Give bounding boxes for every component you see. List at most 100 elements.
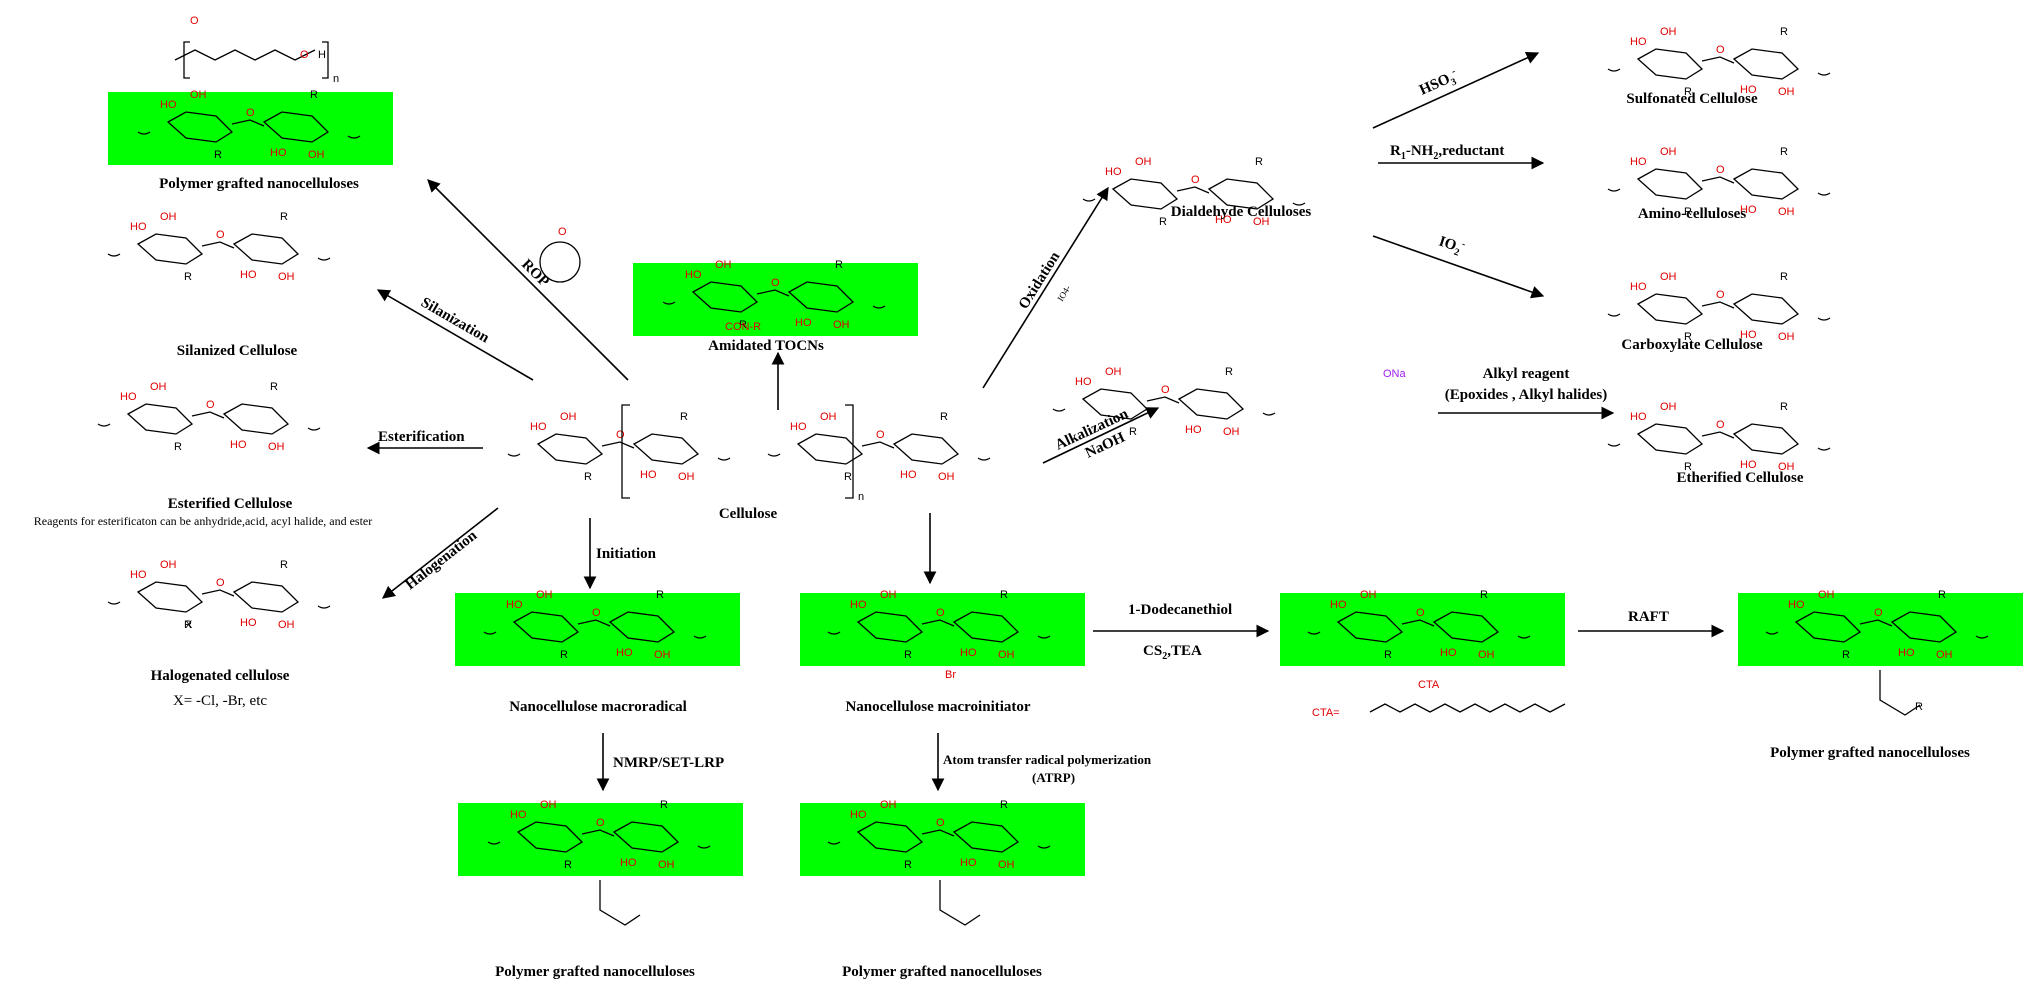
label-halogenated: Halogenated cellulose — [151, 668, 290, 684]
hydroxyl-label: OH — [1778, 86, 1795, 98]
pyranose-ring — [608, 611, 676, 643]
label-atrp1: Atom transfer radical polymerization — [943, 752, 1152, 767]
hydroxyl-label: OH — [1660, 146, 1677, 158]
chain-end-right — [347, 135, 361, 139]
chain-end-left — [137, 131, 151, 135]
repeat-n: n — [858, 491, 864, 503]
hydroxyl-label: OH — [1778, 206, 1795, 218]
chain-end-left — [487, 841, 501, 845]
oxygen-label: O — [616, 429, 625, 441]
arrow-io2 — [1372, 235, 1545, 299]
pyranose-ring — [136, 233, 204, 265]
hydroxyl-label: HO — [130, 221, 147, 233]
hydroxyl-label: HO — [530, 421, 547, 433]
label-ester-note: Reagents for esterificaton can be anhydr… — [34, 514, 373, 528]
pyranose-ring — [856, 821, 924, 853]
pyranose-ring — [1732, 168, 1800, 200]
hydroxyl-label: OH — [1936, 649, 1953, 661]
pyranose-ring — [126, 403, 194, 435]
hydroxyl-label: HO — [1105, 166, 1122, 178]
label-silanization: Silanization — [418, 295, 492, 347]
oxygen-label: O — [1716, 164, 1725, 176]
glycosidic-bond — [1859, 619, 1893, 627]
pyranose-ring — [787, 281, 855, 313]
substituent-r-label: R — [1684, 86, 1692, 98]
substituent-r-label: R — [1225, 366, 1233, 378]
pyranose-ring — [1794, 611, 1862, 643]
oxygen-label: O — [1161, 384, 1170, 396]
glycosidic-bond — [1146, 396, 1180, 404]
chain-end-right — [1817, 72, 1831, 76]
chain-end-right — [1817, 317, 1831, 321]
pcl-o: O — [190, 15, 199, 27]
arrow-silanization — [376, 289, 534, 381]
hydroxyl-label: OH — [1223, 426, 1240, 438]
hydroxyl-label: HO — [1740, 84, 1757, 96]
hydroxyl-label: HO — [1185, 424, 1202, 436]
oxygen-label: O — [1416, 607, 1425, 619]
substituent-r-label: R — [739, 319, 747, 331]
chain-br — [1879, 670, 1921, 716]
hydroxyl-label: HO — [620, 857, 637, 869]
oxygen-label: O — [216, 229, 225, 241]
oxygen-label: O — [596, 817, 605, 829]
chain-end-right — [693, 635, 707, 639]
arrow-halogenation — [381, 507, 499, 599]
glycosidic-bond — [201, 589, 235, 597]
chain-end-left — [1607, 313, 1621, 317]
pcl-repeat-n: n — [333, 73, 339, 85]
hydroxyl-label: OH — [160, 211, 177, 223]
oxygen-label: O — [1191, 174, 1200, 186]
chain-end-left — [1765, 631, 1779, 635]
pyranose-ring — [1732, 293, 1800, 325]
pyranose-ring — [691, 281, 759, 313]
pyranose-ring — [136, 581, 204, 613]
oxygen-label: O — [216, 577, 225, 589]
hydroxyl-label: HO — [1630, 156, 1647, 168]
chain-end-right — [1517, 635, 1531, 639]
pyranose-ring — [856, 611, 924, 643]
substituent-r-label: R — [1780, 26, 1788, 38]
hydroxyl-label: HO — [240, 617, 257, 629]
hydroxyl-label: HO — [640, 469, 657, 481]
halogen-x: X — [185, 619, 193, 631]
hydroxyl-label: OH — [1105, 366, 1122, 378]
substituent-r-label: R — [1780, 146, 1788, 158]
substituent-r-label: R — [174, 441, 182, 453]
highlight-raft-product — [1738, 593, 2023, 666]
glycosidic-bond — [1701, 301, 1735, 309]
substituent-r-label: R — [1480, 589, 1488, 601]
glycosidic-bond — [1401, 619, 1435, 627]
chain-end-left — [507, 453, 521, 457]
substituent-r-label: R — [1129, 426, 1137, 438]
hydroxyl-label: OH — [998, 859, 1015, 871]
substituent-r-label: R — [904, 649, 912, 661]
pyranose-ring — [516, 821, 584, 853]
hydroxyl-label: OH — [1660, 26, 1677, 38]
hydroxyl-label: HO — [900, 469, 917, 481]
hydroxyl-label: HO — [240, 269, 257, 281]
oxygen-label: O — [246, 107, 255, 119]
label-alkyl2: (Epoxides , Alkyl halides) — [1445, 387, 1608, 403]
pyranose-ring — [1890, 611, 1958, 643]
hydroxyl-label: OH — [1660, 401, 1677, 413]
label-cs2: CS2,TEA — [1143, 643, 1202, 662]
substituent-r-label: R — [1684, 331, 1692, 343]
hydroxyl-label: HO — [1330, 599, 1347, 611]
chain-end-left — [1052, 408, 1066, 412]
pyranose-ring — [232, 581, 300, 613]
substituent-r-label: R — [270, 381, 278, 393]
chain-end-left — [1607, 68, 1621, 72]
substituent-r-label: R — [280, 211, 288, 223]
hydroxyl-label: HO — [1075, 376, 1092, 388]
chain-end-right — [872, 305, 886, 309]
chain-end-right — [317, 257, 331, 261]
glycosidic-bond — [1701, 56, 1735, 64]
pcl-bracket-left — [183, 41, 190, 79]
highlight-cta-cellulose — [1280, 593, 1565, 666]
